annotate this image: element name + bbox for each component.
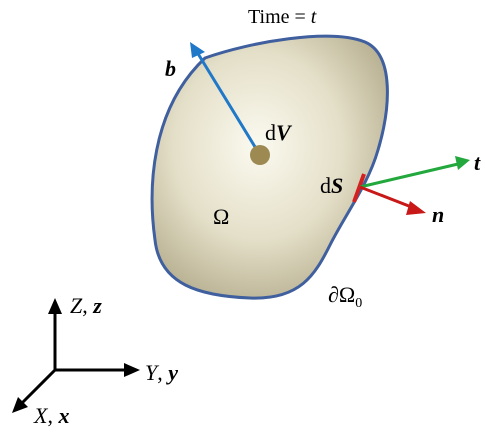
boundary-base: ∂Ω xyxy=(328,282,355,307)
surface-element-marker xyxy=(352,173,366,203)
normal-label: n xyxy=(432,202,444,227)
traction-label: t xyxy=(474,150,481,175)
traction-arrowhead xyxy=(455,156,470,170)
y-axis-lower: y xyxy=(165,360,178,385)
z-axis-label: Z, z xyxy=(70,293,102,318)
body-force-label: b xyxy=(165,56,176,81)
body-force-arrow xyxy=(195,51,262,156)
x-axis-lower: x xyxy=(57,403,69,428)
z-axis-sep: , xyxy=(82,293,93,318)
body-region xyxy=(150,34,389,300)
y-axis-arrowhead xyxy=(124,363,140,377)
volume-element-dot xyxy=(250,145,270,165)
body-force-arrowhead xyxy=(190,42,205,58)
y-axis-sep: , xyxy=(157,360,168,385)
time-label: Time = t xyxy=(248,6,317,28)
x-axis-upper: X xyxy=(33,403,49,428)
x-axis-line xyxy=(20,368,57,405)
surface-var: S xyxy=(331,173,343,198)
volume-d: d xyxy=(265,120,276,145)
z-axis-upper: Z xyxy=(70,293,83,318)
coordinate-axes xyxy=(12,298,140,413)
normal-arrowhead xyxy=(406,201,426,215)
region-label: Ω xyxy=(213,204,229,229)
traction-arrow xyxy=(359,162,459,189)
time-label-prefix: Time = xyxy=(248,6,311,28)
surface-d: d xyxy=(320,173,331,198)
boundary-sub: 0 xyxy=(355,296,362,311)
z-axis-arrowhead xyxy=(48,298,62,314)
boundary-label: ∂Ω0 xyxy=(328,282,362,311)
time-label-variable: t xyxy=(311,6,317,28)
volume-element-label: dV xyxy=(265,120,293,145)
y-axis-label: Y, y xyxy=(145,360,178,385)
x-axis-arrowhead xyxy=(12,397,28,413)
volume-var: V xyxy=(276,120,293,145)
z-axis-lower: z xyxy=(92,293,102,318)
x-axis-label: X, x xyxy=(33,403,69,428)
surface-element-label: dS xyxy=(320,173,343,198)
x-axis-sep: , xyxy=(47,403,58,428)
normal-arrow xyxy=(359,185,415,210)
y-axis-upper: Y xyxy=(145,360,160,385)
